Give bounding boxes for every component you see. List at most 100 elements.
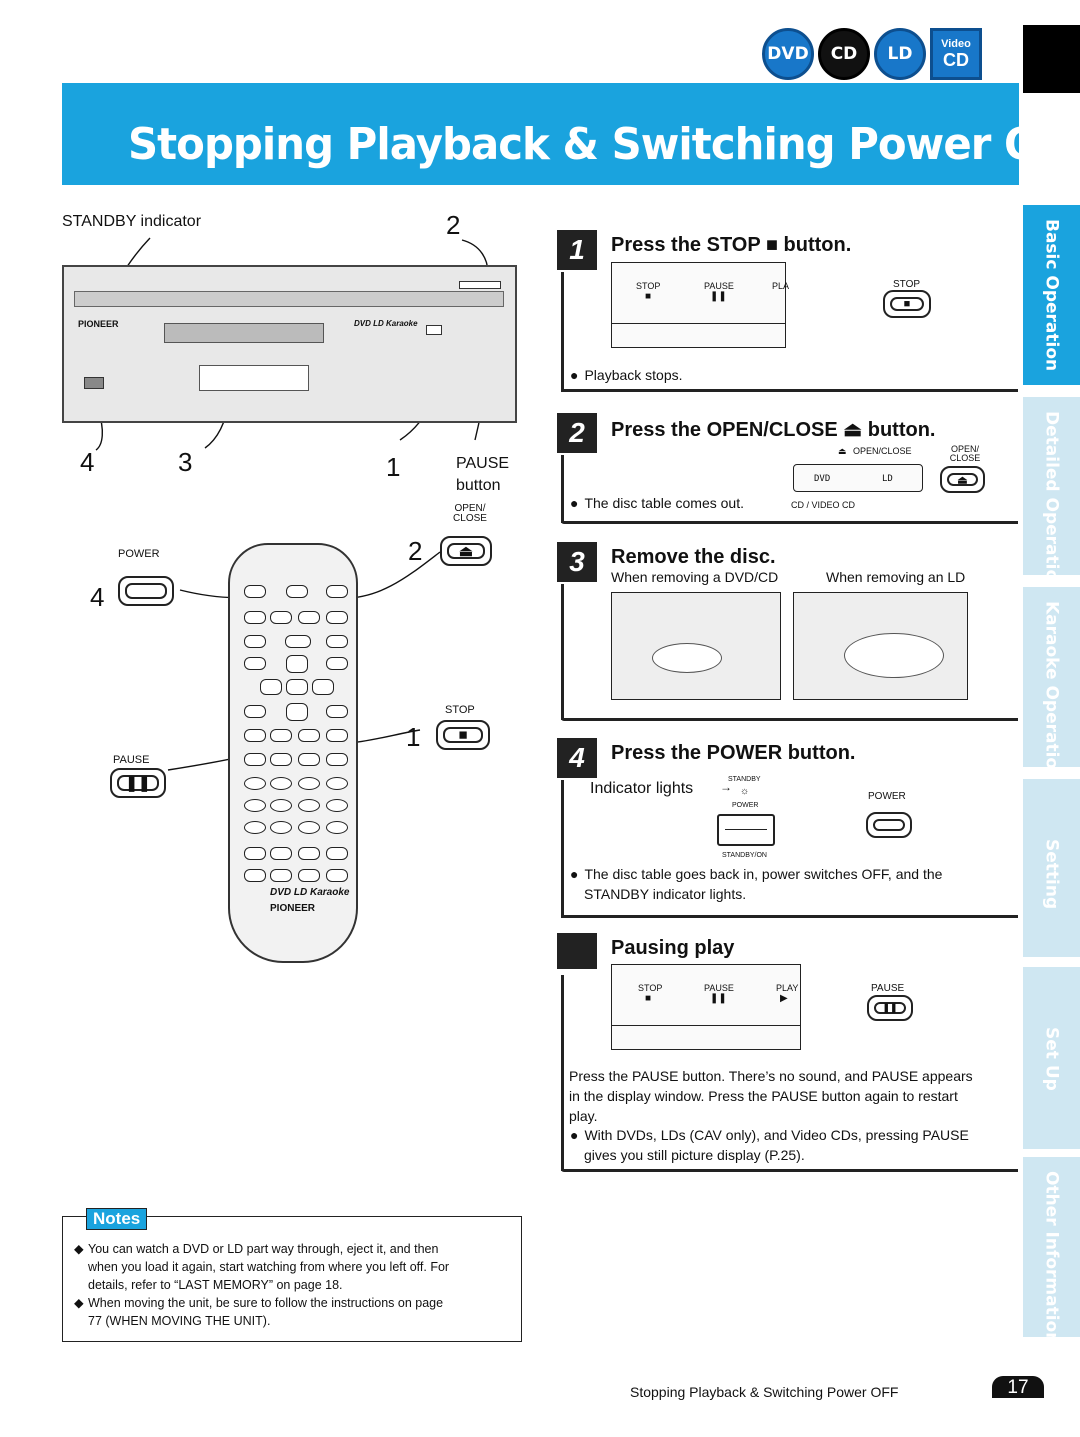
remote-num-0[interactable] [326, 821, 348, 834]
note-item-2: When moving the unit, be sure to follow … [74, 1294, 514, 1330]
remote-return[interactable] [326, 657, 348, 670]
remote-left[interactable] [260, 679, 282, 695]
remote-num-6[interactable] [298, 799, 320, 812]
remote-rev[interactable] [244, 729, 266, 742]
tab-karaoke-operation[interactable]: Karaoke Operation [1023, 587, 1080, 781]
remote-repeat[interactable] [298, 753, 320, 766]
callout-4-remote: 4 [90, 582, 105, 612]
step-1-stop-button[interactable]: ■ [883, 290, 931, 318]
step-1-bottom-rule [561, 389, 1018, 392]
remote-power[interactable] [244, 585, 266, 598]
remote-enter[interactable] [286, 679, 308, 695]
remote-key-sharp[interactable] [326, 869, 348, 882]
remote-clear[interactable] [326, 777, 348, 790]
remote-num-2[interactable] [270, 777, 292, 790]
remote-num-1[interactable] [244, 777, 266, 790]
disc-tray [164, 323, 324, 343]
remote-display[interactable] [326, 611, 348, 624]
remote-audio[interactable] [244, 611, 266, 624]
stop-button[interactable]: ■ [436, 720, 490, 750]
step-2-open-close-button[interactable]: ⏏ [940, 466, 985, 493]
step-4-bottom-rule [561, 915, 1018, 918]
tab-setting[interactable]: Setting [1023, 779, 1080, 957]
remote-stop[interactable] [270, 753, 292, 766]
dvd-logo: DVD [762, 28, 814, 80]
callout-3: 3 [178, 447, 193, 477]
remote-disc-side[interactable] [286, 585, 308, 598]
remote-chp-tim[interactable] [244, 753, 266, 766]
pause-button-label: button [456, 477, 501, 494]
remote-right[interactable] [312, 679, 334, 695]
step-2-disc-selector: DVD LD [793, 464, 923, 492]
step-1-bullet: Playback stops. [570, 367, 682, 383]
remote-num-4[interactable] [244, 799, 266, 812]
indicator-lights-label: Indicator lights [590, 780, 694, 797]
tab-set-up[interactable]: Set Up [1023, 967, 1080, 1149]
remote-plus-10[interactable] [326, 799, 348, 812]
note-item-1: You can watch a DVD or LD part way throu… [74, 1240, 514, 1294]
remote-title[interactable] [244, 657, 266, 670]
standby-on-label: STANDBY/ON [722, 852, 767, 859]
play-icon: ▶ [780, 993, 788, 1004]
step-4-power-button[interactable] [866, 812, 912, 838]
remote-num-8[interactable] [270, 821, 292, 834]
remote-num-7[interactable] [244, 821, 266, 834]
remote-last-memory[interactable] [244, 635, 266, 648]
remote-num-5[interactable] [270, 799, 292, 812]
remote-next[interactable] [326, 705, 348, 718]
pausing-bullet-continued: gives you still picture display (P.25). [584, 1147, 805, 1163]
remote-open-close[interactable] [326, 585, 348, 598]
step-4-number: 4 [557, 738, 597, 778]
remote-prev[interactable] [244, 705, 266, 718]
pausing-text-line-2: in the display window. Press the PAUSE b… [569, 1088, 958, 1104]
remote-repeat-ab[interactable] [326, 753, 348, 766]
player-pause-button [426, 325, 442, 335]
step-1-number: 1 [557, 230, 597, 270]
stop-icon: ■ [645, 291, 652, 302]
step-1-title: Press the STOP ■ button. [611, 234, 852, 256]
power-button[interactable] [118, 576, 174, 606]
stop-icon: ■ [458, 726, 468, 744]
tab-detailed-operation[interactable]: Detailed Operation [1023, 397, 1080, 593]
step-2-bullet: The disc table comes out. [570, 495, 744, 511]
pause-icon: ❚❚ [710, 993, 727, 1004]
remote-mode[interactable] [270, 847, 292, 860]
remote-condition[interactable] [298, 847, 320, 860]
remote-brand-label: DVD LD Karaoke [270, 887, 350, 898]
remote-key-flat[interactable] [298, 869, 320, 882]
remote-subtitle[interactable] [270, 611, 292, 624]
pausing-pause-button[interactable]: ❚❚ [867, 995, 913, 1021]
pause-button[interactable]: ❚❚ [110, 768, 166, 798]
pausing-text-line-1: Press the PAUSE button. There’s no sound… [569, 1068, 973, 1084]
remote-menu[interactable] [285, 635, 311, 648]
remove-ld-illustration [793, 592, 968, 700]
remote-num-3[interactable] [298, 777, 320, 790]
remote-fwd[interactable] [326, 729, 348, 742]
step-2-rule [561, 455, 564, 523]
remote-guide-vocal[interactable] [244, 869, 266, 882]
pause-icon: ❚❚ [882, 1002, 898, 1013]
callout-2-top: 2 [446, 210, 461, 240]
remote-program[interactable] [326, 847, 348, 860]
pausing-text-line-3: play. [569, 1108, 598, 1124]
tab-basic-operation[interactable]: Basic Operation [1023, 205, 1080, 385]
remote-down[interactable] [286, 703, 308, 721]
open-close-button[interactable]: ⏏ [440, 536, 492, 566]
remote-pause[interactable] [270, 729, 292, 742]
remote-angle[interactable] [298, 611, 320, 624]
player-power-button [84, 377, 104, 389]
remote-num-9[interactable] [298, 821, 320, 834]
indicator-light-icon: ☼ [740, 786, 750, 797]
remote-play[interactable] [298, 729, 320, 742]
pause-icon: ❚❚ [125, 775, 151, 792]
remote-melody[interactable] [244, 847, 266, 860]
remote-maker-label: PIONEER [270, 903, 316, 914]
remote-up[interactable] [286, 655, 308, 673]
step-4-standby-on-button[interactable] [717, 814, 775, 846]
remote-vocal-partner[interactable] [270, 869, 292, 882]
remote-playback-control[interactable] [326, 635, 348, 648]
tab-other-information[interactable]: Other Information [1023, 1157, 1080, 1344]
stop-icon: ■ [903, 298, 911, 310]
